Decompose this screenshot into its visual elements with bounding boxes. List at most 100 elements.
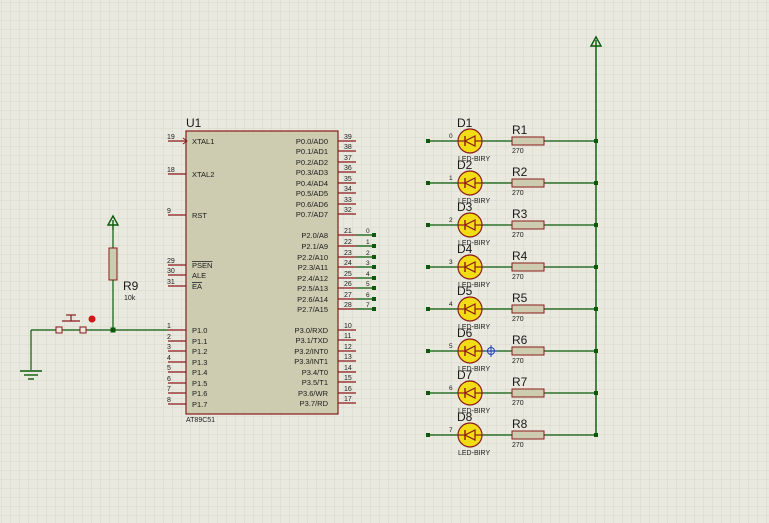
pin-name: P1.2 <box>192 347 207 356</box>
led-net-terminal[interactable] <box>426 139 430 143</box>
resistor-r4[interactable] <box>511 262 545 272</box>
pin-number: 8 <box>167 397 171 404</box>
pin-number: 16 <box>344 386 352 393</box>
mcu-pin-p15[interactable]: 6 P1.5 <box>167 376 207 388</box>
p2-net-stub[interactable]: 4 <box>356 271 376 280</box>
led-d2[interactable] <box>457 170 483 196</box>
p2-net-stub[interactable]: 6 <box>356 292 376 301</box>
resistor-r3[interactable] <box>511 220 545 230</box>
pin-number: 24 <box>344 260 352 267</box>
resistor-r5[interactable] <box>511 304 545 314</box>
resistor-ref: R5 <box>512 291 528 305</box>
resistor-r1[interactable] <box>511 136 545 146</box>
resistor-r7[interactable] <box>511 388 545 398</box>
probe-marker[interactable] <box>88 315 96 323</box>
led-net-label: 3 <box>449 259 453 266</box>
pin-number: 29 <box>167 258 175 265</box>
led-net-terminal[interactable] <box>426 433 430 437</box>
p2-net-stub[interactable]: 3 <box>356 260 376 269</box>
reset-pushbutton[interactable] <box>55 314 96 334</box>
pin-number: 2 <box>167 334 171 341</box>
reset-power-terminal[interactable] <box>106 214 120 230</box>
pin-name: P0.7/AD7 <box>296 210 328 219</box>
pin-name: P1.7 <box>192 400 207 409</box>
pin-name: P0.3/AD3 <box>296 168 328 177</box>
pin-name: P1.5 <box>192 379 207 388</box>
p2-net-stub[interactable]: 0 <box>356 228 376 237</box>
led-d8[interactable] <box>457 422 483 448</box>
p2-net-stub[interactable]: 5 <box>356 281 376 290</box>
resistor-r8[interactable] <box>511 430 545 440</box>
led-net-terminal[interactable] <box>426 181 430 185</box>
resistor-r2[interactable] <box>511 178 545 188</box>
resistor-value: 270 <box>512 232 524 239</box>
led-d6[interactable] <box>457 338 483 364</box>
pin-number: 6 <box>167 376 171 383</box>
p2-net-stub[interactable]: 2 <box>356 250 376 259</box>
pin-number: 15 <box>344 375 352 382</box>
resistor-r6[interactable] <box>511 346 545 356</box>
led-net-terminal[interactable] <box>426 349 430 353</box>
pin-name: P2.4/A12 <box>297 274 328 283</box>
led-net-terminal[interactable] <box>426 307 430 311</box>
led-d3[interactable] <box>457 212 483 238</box>
ground-symbol[interactable] <box>20 370 42 380</box>
led-ref: D2 <box>457 158 473 172</box>
p2-net-stub[interactable]: 1 <box>356 239 376 248</box>
r9-body[interactable] <box>108 247 118 281</box>
led-d5[interactable] <box>457 296 483 322</box>
led-net-terminal[interactable] <box>426 391 430 395</box>
led-net-terminal[interactable] <box>426 265 430 269</box>
pin-number: 22 <box>344 239 352 246</box>
mcu-pin-p17[interactable]: 8 P1.7 <box>167 397 207 409</box>
mcu-body[interactable] <box>185 130 339 415</box>
led-d1[interactable] <box>457 128 483 154</box>
led-d7[interactable] <box>457 380 483 406</box>
led-net-terminal[interactable] <box>426 223 430 227</box>
p2-net-stub[interactable]: 7 <box>356 302 376 311</box>
pin-number: 10 <box>344 323 352 330</box>
led-d4[interactable] <box>457 254 483 280</box>
led-bank-power-terminal[interactable] <box>589 35 603 48</box>
